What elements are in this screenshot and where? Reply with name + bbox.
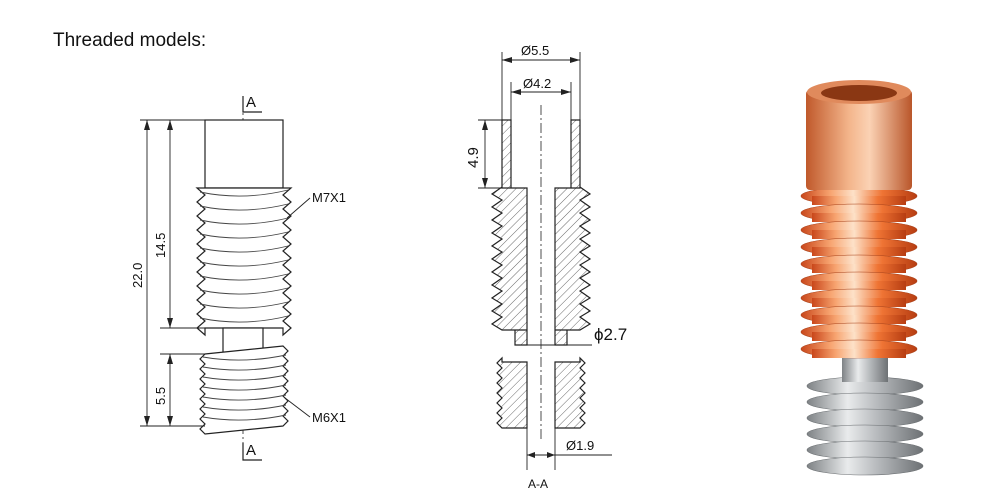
copper-thread-core: [812, 247, 906, 256]
thread-upper-label: M7X1: [312, 190, 346, 205]
copper-thread-core: [812, 230, 906, 239]
thread-crest-line: [199, 315, 289, 323]
nozzle-bore-label: Ø1.9: [566, 438, 594, 453]
thread-crest-line: [199, 203, 289, 211]
dim-total-label: 22.0: [130, 263, 145, 288]
dim-upper-label: 14.5: [153, 233, 168, 258]
thread-crest-line: [199, 259, 289, 267]
copper-thread-core: [812, 281, 906, 290]
thread-crest-line: [199, 231, 289, 239]
outer-diameter-label: Ø5.5: [521, 43, 549, 58]
section-view: [490, 105, 592, 440]
steel-thread-fin: [806, 392, 924, 412]
thread-crest-line: [199, 189, 289, 197]
upper-thread-outline: [195, 187, 293, 337]
thread-crest-line: [202, 364, 287, 371]
thread-crest-line: [199, 217, 289, 225]
page-title: Threaded models:: [53, 30, 207, 51]
steel-thread-fin: [806, 408, 924, 428]
section-marker-top: A: [246, 94, 256, 111]
steel-thread-fin: [806, 440, 924, 460]
section-left-wall: [490, 119, 528, 429]
section-arrows: [482, 57, 580, 458]
section-marker-bottom: A: [246, 442, 256, 459]
thread-crest-line: [199, 273, 289, 281]
neck-diameter-label: ϕ2.7: [594, 325, 627, 344]
inner-diameter-label: Ø4.2: [523, 76, 551, 91]
thread-crest-line: [202, 404, 287, 411]
thread-crest-line: [199, 287, 289, 295]
section-label-marks: [526, 462, 556, 470]
thread-crest-line: [202, 354, 287, 361]
thread-crest-line: [202, 414, 287, 421]
bore-depth-label: 4.9: [465, 147, 482, 168]
thread-crest-line: [202, 374, 287, 381]
dimension-arrows: [144, 120, 173, 426]
copper-thread-core: [812, 349, 906, 358]
copper-thread-core: [812, 264, 906, 273]
copper-thread-core: [812, 332, 906, 341]
steel-thread-fin: [806, 456, 924, 476]
copper-thread-core: [812, 298, 906, 307]
section-dimensions: [478, 52, 612, 462]
copper-thread-core: [812, 213, 906, 222]
side-view: [195, 96, 293, 461]
copper-thread-core: [812, 315, 906, 324]
thread-crest-line: [199, 245, 289, 253]
section-right-wall: [554, 119, 592, 429]
side-dimensions: [140, 119, 311, 427]
thread-crest-line: [202, 394, 287, 401]
dim-lower-label: 5.5: [153, 387, 168, 405]
thread-crest-line: [199, 301, 289, 309]
thread-crest-line: [202, 384, 287, 391]
product-photo: [800, 80, 924, 476]
steel-thread-fin: [806, 424, 924, 444]
copper-thread-core: [812, 196, 906, 205]
section-label: A-A: [528, 477, 548, 491]
thread-lower-label: M6X1: [312, 410, 346, 425]
